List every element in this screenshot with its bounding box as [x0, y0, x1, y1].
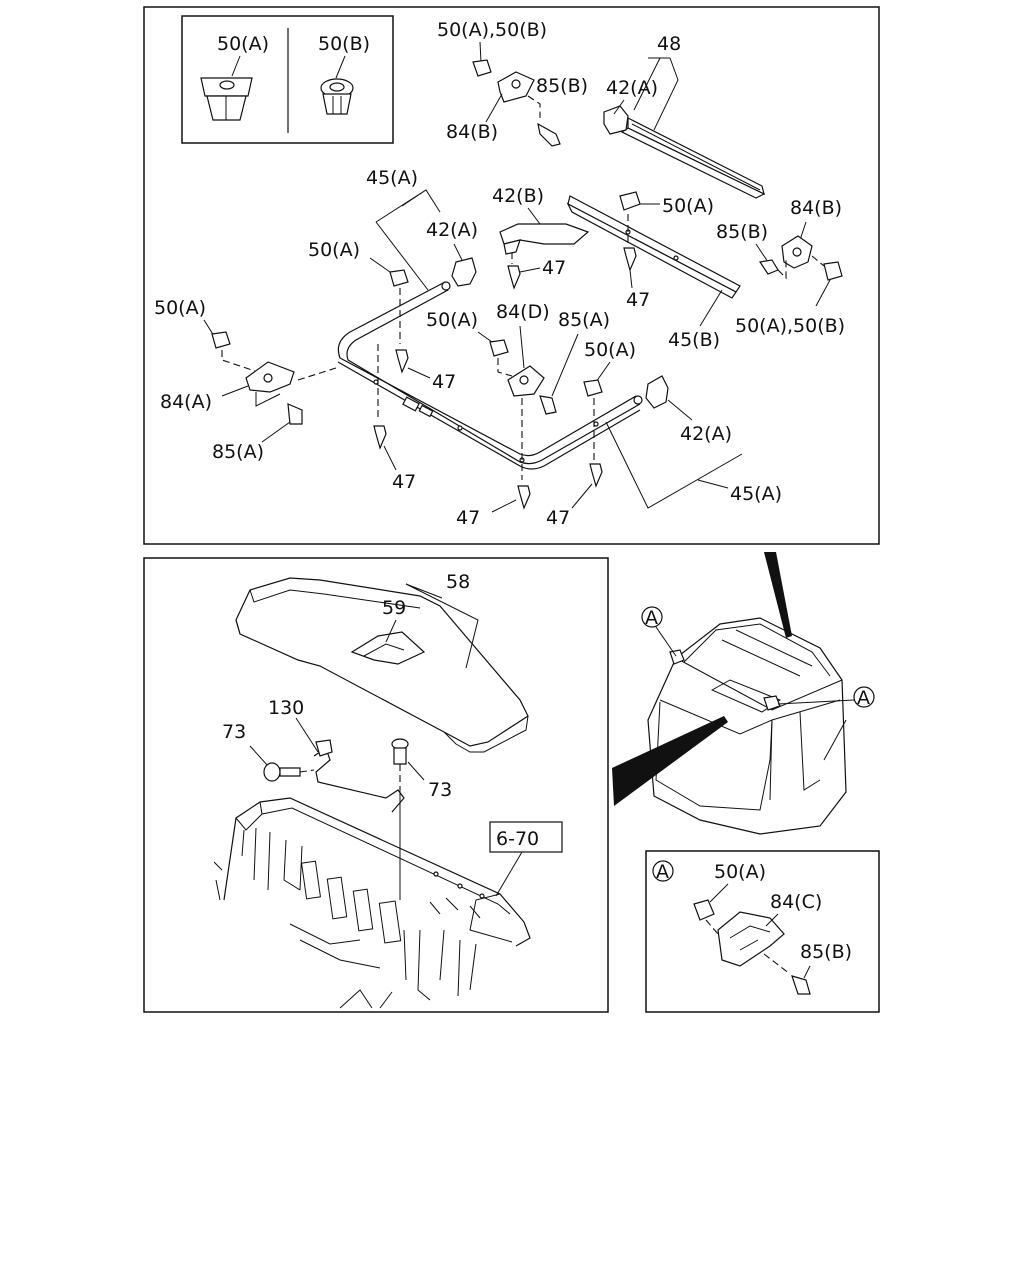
label-84d: 84(D) [496, 301, 550, 323]
detail-panel-frame [645, 850, 880, 1013]
ref-box-label: 6-70 [496, 828, 539, 850]
callout-a-right [853, 686, 875, 708]
label-73-left: 73 [222, 721, 246, 743]
detail-screw-85b-icon [791, 975, 811, 995]
bar-130-bracket-icon [315, 739, 333, 757]
clip-inset: 50(A) 50(B) [181, 15, 394, 144]
clip-50ab-right-icon [823, 261, 843, 281]
screw-47-mid-icon [395, 349, 409, 374]
end-cap-42a-icon [603, 105, 629, 135]
label-85b-right: 85(B) [716, 221, 768, 243]
inset-label-50a: 50(A) [217, 33, 269, 55]
ref-box-6-70 [489, 821, 563, 853]
label-45b: 45(B) [668, 329, 720, 351]
callout-a-upper [641, 606, 663, 628]
label-47-right: 47 [626, 289, 650, 311]
detail-clip-50a-icon [693, 899, 715, 921]
label-42a-lower: 42(A) [680, 423, 732, 445]
label-45a-lower: 45(A) [730, 483, 782, 505]
screw-85a-left-icon [287, 403, 303, 425]
label-84a: 84(A) [160, 391, 212, 413]
label-85b-top: 85(B) [536, 75, 588, 97]
label-50a-left: 50(A) [154, 297, 206, 319]
clip-50a-top-icon [472, 59, 492, 77]
detail-bracket-84c-icon [717, 911, 785, 967]
label-47-bottom-center: 47 [456, 507, 480, 529]
label-50a-mid: 50(A) [308, 239, 360, 261]
pointer-arrow-upper [764, 552, 792, 638]
end-cap-42a-lower-icon [645, 375, 669, 409]
screw-85b-top-icon [537, 122, 561, 147]
label-58: 58 [446, 571, 470, 593]
clip-50a-lower-icon [583, 379, 603, 397]
label-50a-center: 50(A) [426, 309, 478, 331]
screw-85a-center-icon [539, 395, 557, 415]
label-59: 59 [382, 597, 406, 619]
vehicle-rear-view: A A [612, 552, 875, 835]
bottom-left-panel-frame [143, 557, 609, 1013]
pointer-arrow-lower [612, 716, 728, 806]
screw-47-left-icon [373, 425, 387, 450]
rail-45b [566, 195, 741, 299]
label-42a-top: 42(A) [606, 77, 658, 99]
label-47-bottom-right: 47 [546, 507, 570, 529]
rail-45a [337, 281, 643, 470]
top-panel-frame [143, 6, 880, 545]
screw-47-bottom-center-icon [517, 485, 531, 510]
label-50ab-right: 50(A),50(B) [735, 315, 845, 337]
screw-47-right-icon [623, 247, 637, 272]
clip-50a-center-icon [489, 339, 509, 357]
trim-42b: 42(B) [492, 185, 590, 255]
clip-50a-right-icon [619, 191, 641, 211]
cargo-tray-58 [235, 577, 529, 753]
end-cap-42a-mid-icon [451, 257, 477, 287]
label-45a-upper: 45(A) [366, 167, 418, 189]
label-47-center-top: 47 [542, 257, 566, 279]
inset-label-50b: 50(B) [318, 33, 370, 55]
label-50ab-top: 50(A),50(B) [437, 19, 547, 41]
label-85a-center: 85(A) [558, 309, 610, 331]
screw-85b-right-icon [758, 259, 779, 275]
detail-callout-label: A [656, 861, 669, 883]
label-73-right: 73 [428, 779, 452, 801]
label-50a-right: 50(A) [662, 195, 714, 217]
detail-label-84c: 84(C) [770, 891, 822, 913]
label-48: 48 [657, 33, 681, 55]
callout-a-right-label: A [857, 687, 870, 709]
bolt-73-left-icon [263, 762, 281, 782]
callout-a-upper-label: A [645, 607, 658, 629]
detail-label-50a: 50(A) [714, 861, 766, 883]
label-130: 130 [268, 697, 304, 719]
label-47-left: 47 [392, 471, 416, 493]
detail-label-85b: 85(B) [800, 941, 852, 963]
mat-59-icon [350, 631, 426, 665]
clip-50a-left-icon [211, 331, 231, 349]
label-84b-top: 84(B) [446, 121, 498, 143]
label-84b-right: 84(B) [790, 197, 842, 219]
clip-50a-mid-icon [389, 269, 409, 287]
label-50a-lower: 50(A) [584, 339, 636, 361]
label-42b: 42(B) [492, 185, 544, 207]
label-85a-left: 85(A) [212, 441, 264, 463]
label-42a-mid: 42(A) [426, 219, 478, 241]
floor-panel [213, 797, 531, 1009]
screw-47-bottom-right-icon [589, 463, 603, 488]
rail-48 [603, 105, 766, 199]
label-47-mid: 47 [432, 371, 456, 393]
screw-47-center-top-icon [507, 265, 521, 290]
detail-callout-a [652, 860, 674, 882]
